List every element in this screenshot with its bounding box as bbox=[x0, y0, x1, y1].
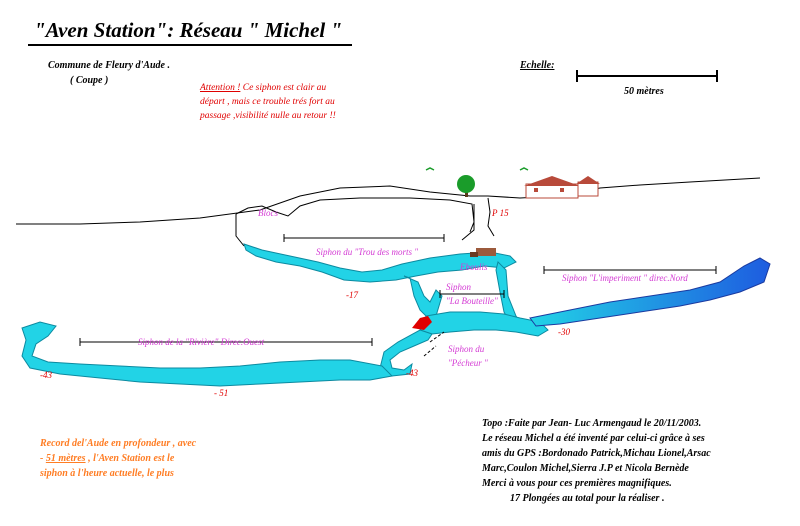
topo-line4: Marc,Coulon Michel,Sierra J.P et Nicola … bbox=[482, 463, 689, 474]
sump-pecheur bbox=[379, 329, 433, 377]
label-siphon-riviere: Siphon de la "Rivière" Direc.Ouest bbox=[138, 337, 265, 347]
title-underline bbox=[28, 44, 352, 46]
warning-lead: Attention ! bbox=[200, 83, 241, 93]
topo-line5: Merci à vous pour ces premières magnifiq… bbox=[482, 478, 672, 489]
depth-label-30: -30 bbox=[558, 327, 570, 337]
record-note: Record del'Aude en profondeur , avec - 5… bbox=[40, 436, 196, 481]
sump-la-bouteille bbox=[419, 311, 549, 337]
warning-line1: Ce siphon est clair au bbox=[240, 83, 327, 93]
warning-note: Attention ! Ce siphon est clair au dépar… bbox=[200, 81, 336, 123]
topo-line1: Topo :Faite par Jean- Luc Armengaud le 2… bbox=[482, 418, 702, 429]
label-siphon-bouteille-1: Siphon bbox=[446, 282, 472, 292]
scale-bar bbox=[576, 70, 718, 82]
shaft-p15-wall bbox=[461, 197, 495, 241]
house-icon bbox=[524, 176, 600, 199]
warning-line2: départ , mais ce trouble trés fort au bbox=[200, 97, 335, 107]
depth-label-43-mid: -43 bbox=[406, 368, 418, 378]
topo-line6: 17 Plongées au total pour la réaliser . bbox=[510, 493, 665, 504]
sump-riviere bbox=[21, 321, 394, 387]
record-line1: Record del'Aude en profondeur , avec bbox=[40, 438, 197, 449]
label-blocs: Blocs bbox=[258, 208, 278, 218]
depth-label-17: -17 bbox=[346, 290, 358, 300]
topo-line2: Le réseau Michel a été inventé par celui… bbox=[482, 433, 705, 444]
record-line2-underlined: 51 mètres bbox=[45, 453, 86, 464]
sump-imperiment bbox=[529, 257, 771, 327]
danger-mark bbox=[412, 316, 432, 330]
page-title: "Aven Station": Réseau " Michel " bbox=[34, 18, 343, 42]
sump-connection-down bbox=[403, 275, 443, 319]
tree-icon bbox=[457, 175, 475, 197]
scale-label: Echelle: bbox=[520, 60, 555, 71]
label-siphon-imperiment: Siphon "L'imperiment " direc.Nord bbox=[562, 273, 688, 283]
scale-length-text: 50 mètres bbox=[624, 86, 664, 97]
depth-label-43-left: -43 bbox=[40, 370, 52, 380]
eboulis-rubble bbox=[470, 248, 496, 257]
cave-wall-upper bbox=[235, 197, 475, 233]
passage-wall-left bbox=[235, 214, 245, 247]
label-siphon-pecheur-2: "Pécheur " bbox=[448, 358, 488, 368]
topo-line3: amis du GPS :Bordonado Patrick,Michau Li… bbox=[482, 448, 711, 459]
label-p15: P 15 bbox=[491, 208, 509, 218]
coupe-text: ( Coupe ) bbox=[70, 75, 109, 86]
label-siphon-trou-des-morts: Siphon du "Trou des morts " bbox=[316, 247, 418, 257]
label-eboulis: Eboulis bbox=[459, 262, 488, 272]
label-siphon-pecheur-1: Siphon du bbox=[448, 344, 485, 354]
ground-surface-line bbox=[16, 177, 761, 225]
sump-extent-lines bbox=[79, 234, 717, 357]
label-siphon-bouteille-2: "La Bouteille" bbox=[446, 296, 498, 306]
depth-label-51: - 51 bbox=[214, 388, 228, 398]
record-line3: siphon à l'heure actuelle, le plus bbox=[40, 468, 174, 479]
birds-icon bbox=[425, 167, 529, 171]
record-line2-pre: - bbox=[40, 453, 46, 464]
warning-line3: passage ,visibilité nulle au retour !! bbox=[200, 111, 336, 121]
commune-text: Commune de Fleury d'Aude . bbox=[48, 60, 170, 71]
topo-credits: Topo :Faite par Jean- Luc Armengaud le 2… bbox=[482, 416, 711, 506]
record-line2-post: , l'Aven Station est le bbox=[85, 453, 175, 464]
